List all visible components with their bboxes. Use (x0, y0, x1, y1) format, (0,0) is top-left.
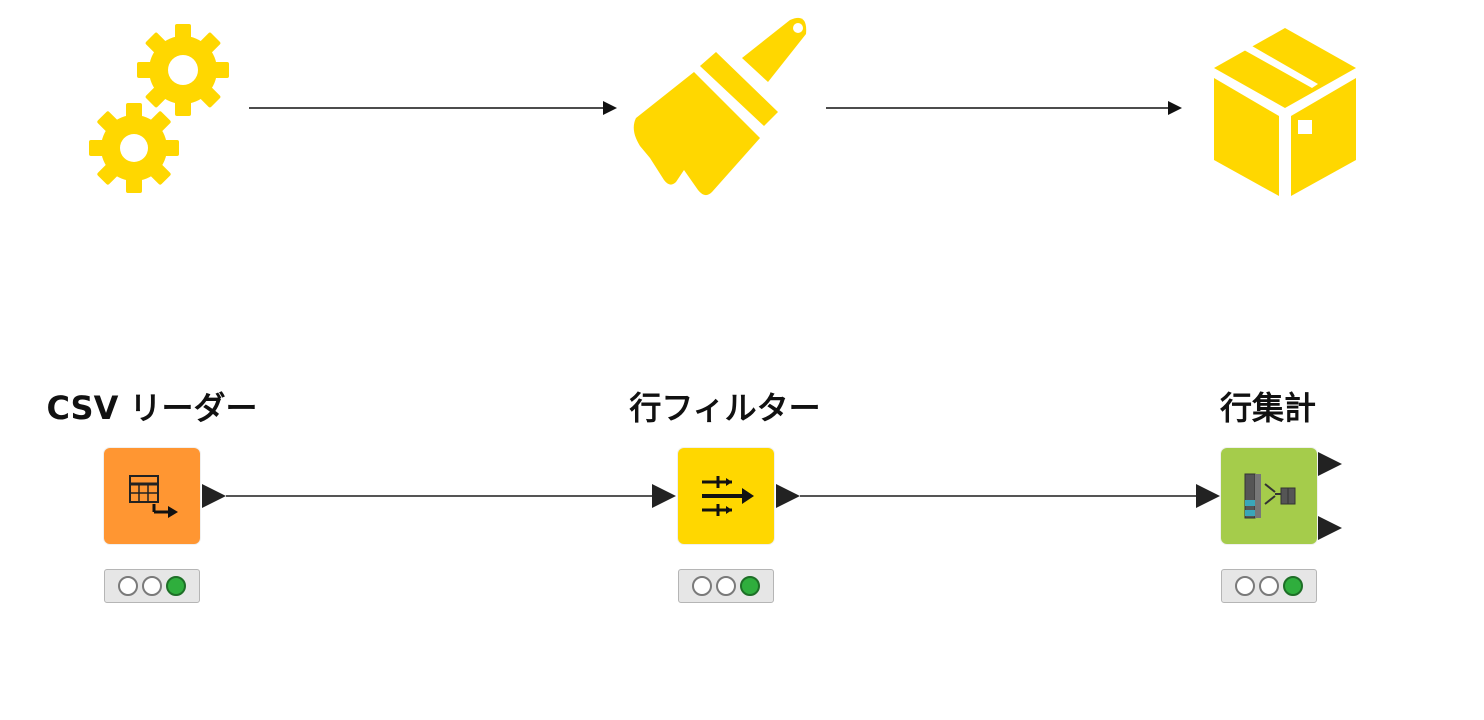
row-filter-output-port[interactable] (776, 484, 800, 508)
row-aggregator-output-port-1[interactable] (1318, 452, 1342, 476)
row-filter-label: 行フィルター (629, 389, 821, 427)
aggregation-icon (1244, 473, 1296, 519)
status-light-idle (1259, 576, 1279, 596)
status-light-executed (166, 576, 186, 596)
status-light-idle (1235, 576, 1255, 596)
csv-reader-node[interactable] (104, 448, 200, 544)
status-light-idle (716, 576, 736, 596)
gears-icon (89, 24, 229, 193)
box-icon (1214, 28, 1356, 196)
row-aggregator-status (1221, 569, 1317, 603)
status-light-idle (118, 576, 138, 596)
row-aggregator-input-port[interactable] (1196, 484, 1220, 508)
row-aggregator-label: 行集計 (1219, 389, 1317, 427)
table-import-icon (129, 475, 178, 518)
row-filter-status (678, 569, 774, 603)
csv-reader-output-port[interactable] (202, 484, 226, 508)
row-filter-input-port[interactable] (652, 484, 676, 508)
csv-reader-status (104, 569, 200, 603)
csv-reader-label: CSV リーダー (46, 389, 258, 427)
status-light-idle (692, 576, 712, 596)
status-light-executed (1283, 576, 1303, 596)
row-aggregator-node[interactable] (1221, 448, 1317, 544)
status-light-idle (142, 576, 162, 596)
row-aggregator-output-port-2[interactable] (1318, 516, 1342, 540)
status-light-executed (740, 576, 760, 596)
row-filter-icon (702, 476, 754, 516)
row-filter-node[interactable] (678, 448, 774, 544)
paintbrush-icon (633, 17, 807, 196)
